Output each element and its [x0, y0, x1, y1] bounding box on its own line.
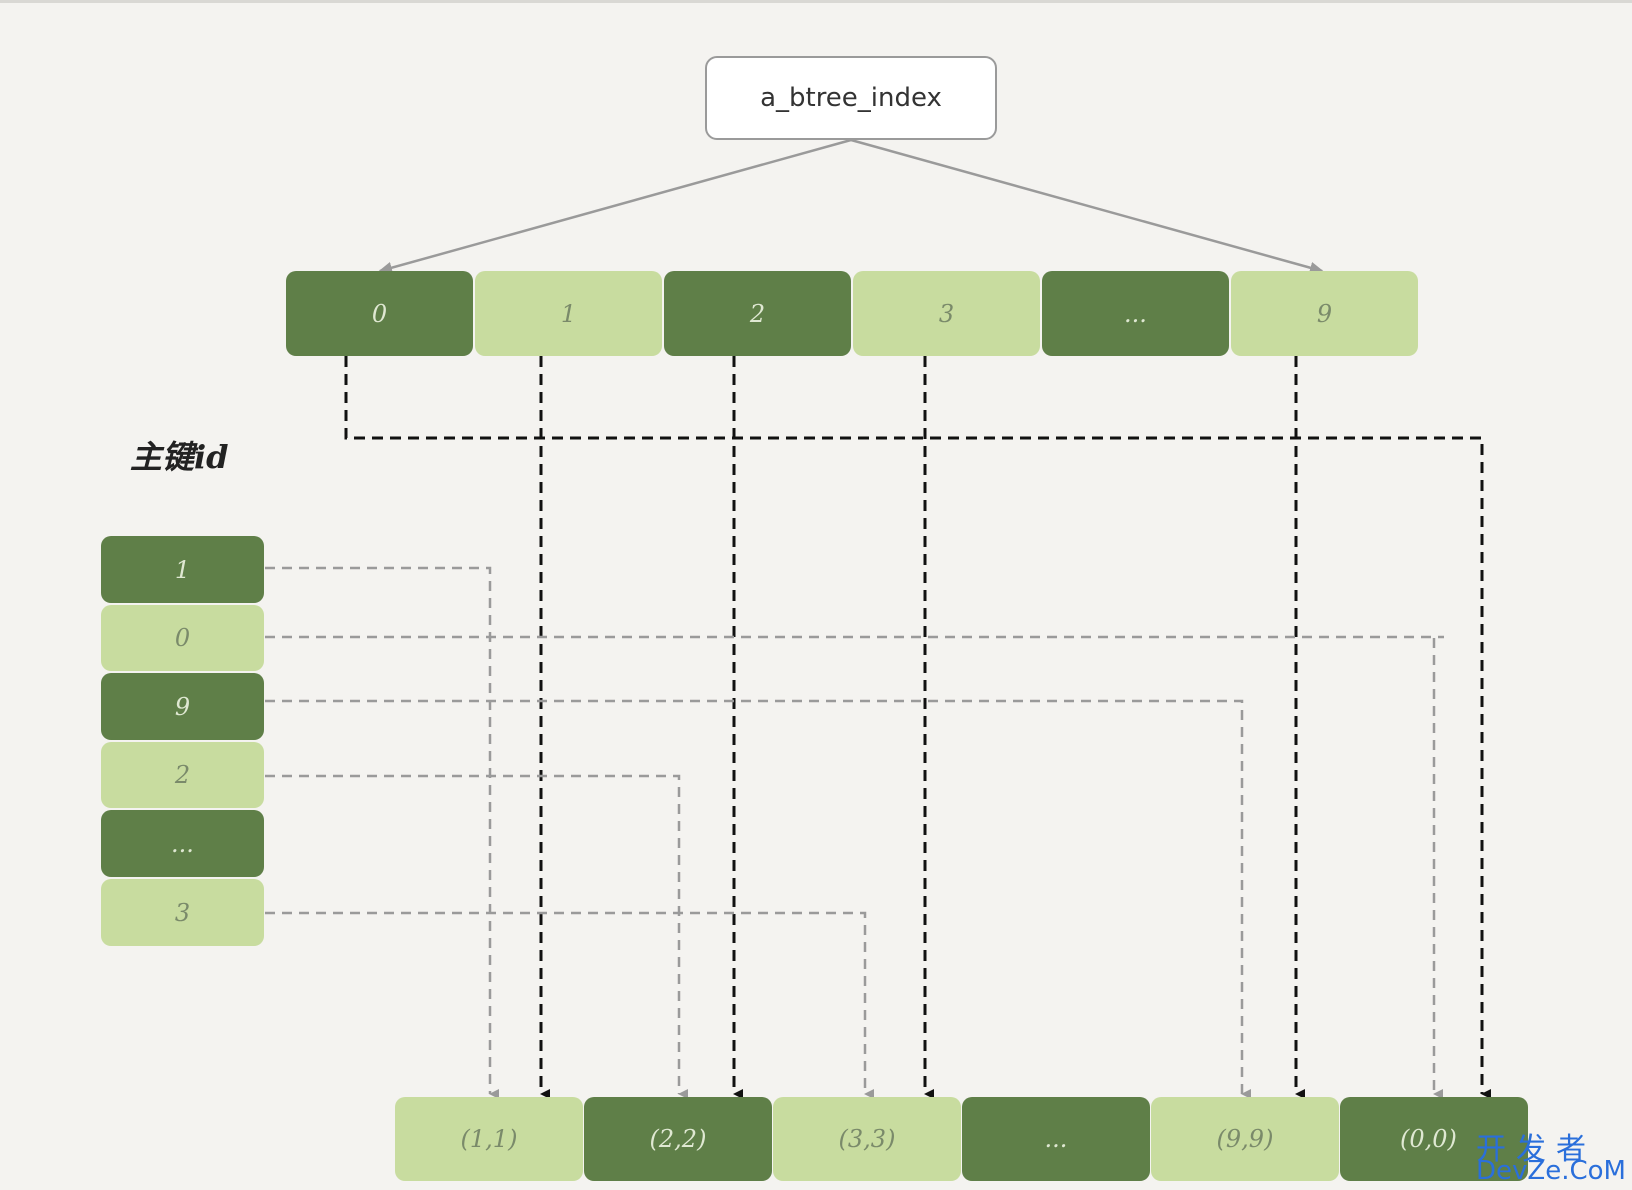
pk-id-2: 2 — [101, 742, 264, 808]
data-row-1-1: (1,1) — [395, 1097, 583, 1181]
index-key-0: 0 — [286, 271, 473, 356]
root-link-left — [378, 138, 852, 274]
pk-link-0 — [265, 635, 1444, 1099]
pk-id-ellipsis: ... — [101, 810, 264, 877]
index-key-2: 2 — [664, 271, 851, 356]
index-key-1: 1 — [475, 271, 662, 356]
index-key-ellipsis: ... — [1042, 271, 1229, 356]
index-key-9: 9 — [1231, 271, 1418, 356]
index-key-3: 3 — [853, 271, 1040, 356]
pk-link-3 — [265, 911, 874, 1099]
btree-root-node: a_btree_index — [705, 56, 997, 140]
data-row-9-9: (9,9) — [1151, 1097, 1339, 1181]
index-link-0 — [344, 356, 1491, 1099]
primary-key-label: 主键id — [130, 438, 229, 476]
pk-link-1 — [265, 566, 499, 1099]
watermark-chinese: 开发者 — [1476, 1132, 1596, 1167]
pk-link-2 — [265, 774, 688, 1099]
top-border — [0, 0, 1632, 3]
pk-id-3: 3 — [101, 879, 264, 946]
data-row-0-0: (0,0) — [1340, 1097, 1528, 1181]
data-row-ellipsis: ... — [962, 1097, 1150, 1181]
data-row-3-3: (3,3) — [773, 1097, 961, 1181]
watermark-site: DevZe.CoM — [1476, 1156, 1626, 1186]
pk-link-9 — [265, 699, 1251, 1099]
pk-id-0: 0 — [101, 605, 264, 671]
root-link-right — [850, 138, 1324, 274]
pk-id-9: 9 — [101, 673, 264, 740]
pk-id-1: 1 — [101, 536, 264, 603]
data-row-2-2: (2,2) — [584, 1097, 772, 1181]
